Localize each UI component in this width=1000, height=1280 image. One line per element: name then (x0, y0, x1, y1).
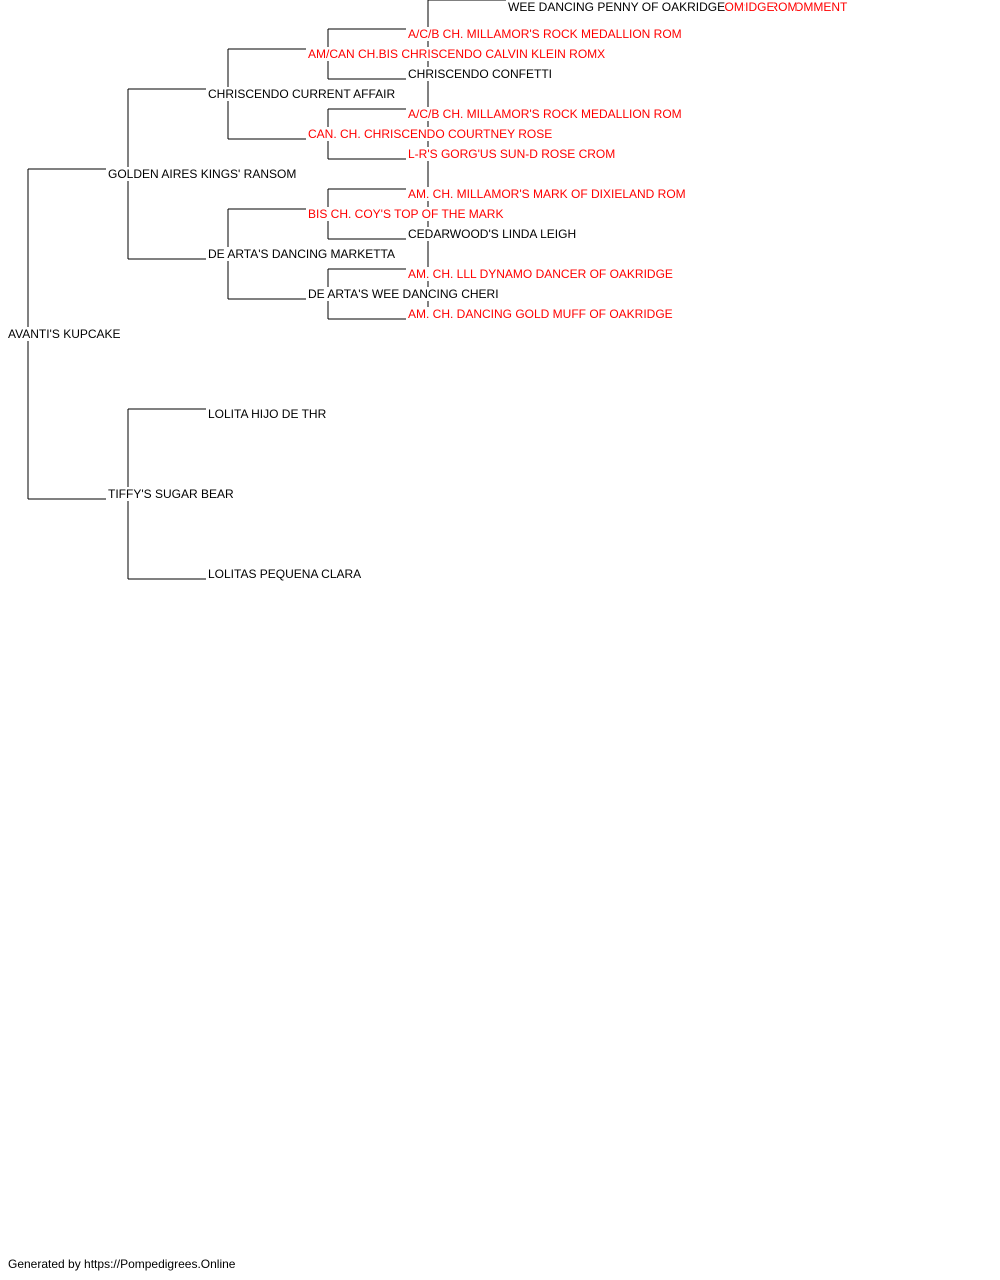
pedigree-entry-gen4-l-r-s-gorg-us-sun-d-rose-crom[interactable]: L-R'S GORG'US SUN-D ROSE CROM (408, 147, 616, 161)
pedigree-entry-gen2-de-arta-s-dancing-marketta[interactable]: DE ARTA'S DANCING MARKETTA (208, 247, 395, 261)
pedigree-entry-gen1-tiffy-s-sugar-bear[interactable]: TIFFY'S SUGAR BEAR (108, 487, 234, 501)
pedigree-entry-gen4-chriscendo-confetti[interactable]: CHRISCENDO CONFETTI (408, 67, 552, 81)
pedigree-entry-gen1-golden-aires-kings-ransom[interactable]: GOLDEN AIRES KINGS' RANSOM (108, 167, 297, 181)
pedigree-entry-gen3-am-can-ch-bis-chriscendo-calvin-klein-romx[interactable]: AM/CAN CH.BIS CHRISCENDO CALVIN KLEIN RO… (308, 47, 606, 61)
pedigree-entry-gen3-de-arta-s-wee-dancing-cheri[interactable]: DE ARTA'S WEE DANCING CHERI (308, 287, 499, 301)
pedigree-entry-gen3-bis-ch-coy-s-top-of-the-mark[interactable]: BIS CH. COY'S TOP OF THE MARK (308, 207, 504, 221)
pedigree-entry-gen0-avanti-s-kupcake[interactable]: AVANTI'S KUPCAKE (8, 327, 121, 341)
footer-credit: Generated by https://Pompedigrees.Online (8, 1257, 236, 1271)
pedigree-entry-gen2-lolita-hijo-de-thr[interactable]: LOLITA HIJO DE THR (208, 407, 327, 421)
pedigree-entry-gen4-cedarwood-s-linda-leigh[interactable]: CEDARWOOD'S LINDA LEIGH (408, 227, 577, 241)
pedigree-entry-gen2-chriscendo-current-affair[interactable]: CHRISCENDO CURRENT AFFAIR (208, 87, 396, 101)
pedigree-entry-gen3-can-ch-chriscendo-courtney-rose[interactable]: CAN. CH. CHRISCENDO COURTNEY ROSE (308, 127, 553, 141)
pedigree-entry-gen5-wee-dancing-penny-of-oakridge[interactable]: WEE DANCING PENNY OF OAKRIDGE (508, 0, 726, 14)
pedigree-entry-gen2-lolitas-pequena-clara[interactable]: LOLITAS PEQUENA CLARA (208, 567, 362, 581)
pedigree-entry-gen4-am-ch-dancing-gold-muff-of-oakridge[interactable]: AM. CH. DANCING GOLD MUFF OF OAKRIDGE (408, 307, 673, 321)
pedigree-entry-gen4-a-c-b-ch-millamor-s-rock-medallion-rom[interactable]: A/C/B CH. MILLAMOR'S ROCK MEDALLION ROM (408, 27, 682, 41)
pedigree-entry-gen4-a-c-b-ch-millamor-s-rock-medallion-rom[interactable]: A/C/B CH. MILLAMOR'S ROCK MEDALLION ROM (408, 107, 682, 121)
pedigree-entry-gen4-am-ch-millamor-s-mark-of-dixieland-rom[interactable]: AM. CH. MILLAMOR'S MARK OF DIXIELAND ROM (408, 187, 686, 201)
pedigree-entry-gen4-am-ch-lll-dynamo-dancer-of-oakridge[interactable]: AM. CH. LLL DYNAMO DANCER OF OAKRIDGE (408, 267, 673, 281)
